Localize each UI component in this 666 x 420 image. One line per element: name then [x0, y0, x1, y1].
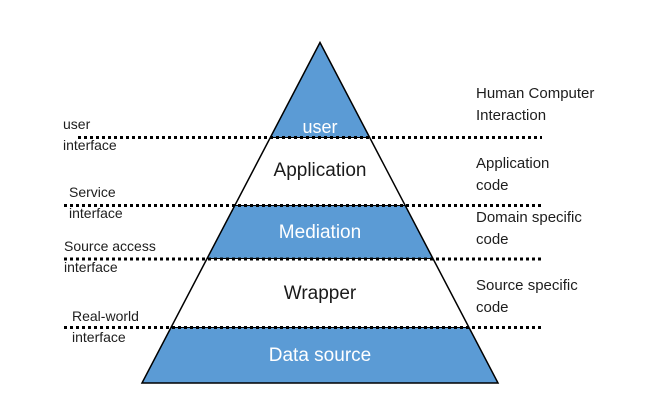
pyramid-outline: [140, 40, 500, 384]
layer-label-user: user: [302, 117, 338, 137]
right-label-line1: Source specific: [476, 277, 578, 294]
left-label-service-interface: Service interface: [69, 182, 123, 224]
layer-label-mediation: Mediation: [278, 222, 362, 243]
layer-label-data-source: Data source: [268, 345, 372, 366]
right-label-line2: Interaction: [476, 107, 547, 124]
right-label-line1: Human Computer: [476, 85, 595, 102]
right-label-line2: code: [476, 231, 509, 248]
right-label-human-computer-interaction: Human Computer Interaction: [476, 83, 594, 127]
layer-label-wrapper: Wrapper: [283, 283, 357, 304]
left-label-line1: Real-world: [72, 308, 139, 324]
left-label-line1: user: [63, 116, 91, 132]
left-label-user-interface: user interface: [63, 114, 117, 156]
left-label-source-access-interface: Source access interface: [64, 236, 156, 278]
left-label-line2: interface: [64, 259, 118, 275]
left-label-line1: Source access: [64, 238, 156, 254]
left-label-line2: interface: [63, 137, 117, 153]
layer-label-application: Application: [273, 160, 367, 181]
right-label-line1: Domain specific: [476, 209, 582, 226]
right-label-line2: code: [476, 177, 509, 194]
right-label-application-code: Application code: [476, 153, 549, 197]
right-label-domain-specific-code: Domain specific code: [476, 207, 582, 251]
left-label-line1: Service: [69, 184, 116, 200]
right-label-source-specific-code: Source specific code: [476, 275, 578, 319]
pyramid-layer-datasource-fill: [142, 327, 498, 383]
right-label-line2: code: [476, 299, 509, 316]
left-label-real-world-interface: Real-world interface: [72, 306, 139, 348]
left-label-line2: interface: [69, 205, 123, 221]
right-label-line1: Application: [476, 155, 550, 172]
left-label-line2: interface: [72, 329, 126, 345]
